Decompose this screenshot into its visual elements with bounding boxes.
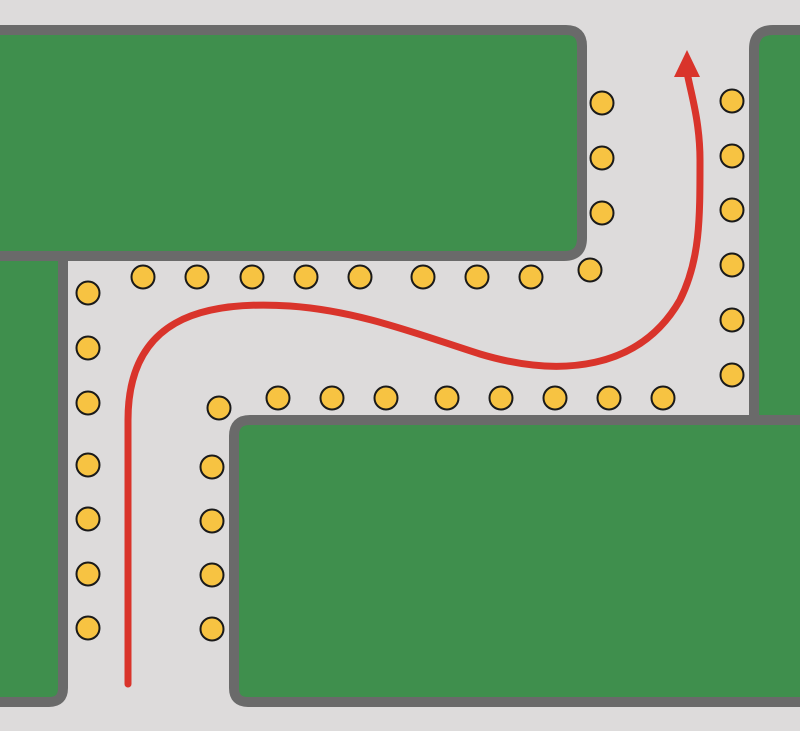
cone-marker-icon xyxy=(719,143,745,169)
route-path xyxy=(124,68,704,688)
cone-marker-icon xyxy=(199,454,225,480)
cone-marker-icon xyxy=(719,252,745,278)
arrow-up-icon xyxy=(674,50,700,77)
cone-marker-icon xyxy=(239,264,265,290)
cone-marker-icon xyxy=(719,197,745,223)
grass-block-bottom-left xyxy=(0,251,68,707)
cone-marker-icon xyxy=(75,390,101,416)
cone-marker-icon xyxy=(650,385,676,411)
cone-marker-icon xyxy=(75,280,101,306)
cone-marker-icon xyxy=(542,385,568,411)
cone-marker-icon xyxy=(373,385,399,411)
cone-marker-icon xyxy=(719,88,745,114)
cone-marker-icon xyxy=(434,385,460,411)
cone-marker-icon xyxy=(596,385,622,411)
cone-marker-icon xyxy=(464,264,490,290)
cone-marker-icon xyxy=(719,307,745,333)
cone-marker-icon xyxy=(719,362,745,388)
cone-marker-icon xyxy=(199,508,225,534)
cone-marker-icon xyxy=(518,264,544,290)
cone-marker-icon xyxy=(206,395,232,421)
cone-marker-icon xyxy=(75,561,101,587)
cone-marker-icon xyxy=(184,264,210,290)
cone-marker-icon xyxy=(488,385,514,411)
grass-block-top-left xyxy=(0,25,587,261)
cone-marker-icon xyxy=(347,264,373,290)
cone-marker-icon xyxy=(75,452,101,478)
cone-markers xyxy=(75,88,745,642)
cone-marker-icon xyxy=(130,264,156,290)
cone-marker-icon xyxy=(199,616,225,642)
cone-marker-icon xyxy=(319,385,345,411)
grass-block-top-right xyxy=(749,25,800,425)
cone-marker-icon xyxy=(75,335,101,361)
cone-marker-icon xyxy=(589,200,615,226)
cone-marker-icon xyxy=(199,562,225,588)
cone-marker-icon xyxy=(589,90,615,116)
grass-block-bottom-right xyxy=(229,415,800,707)
cone-marker-icon xyxy=(265,385,291,411)
cone-marker-icon xyxy=(75,506,101,532)
cone-marker-icon xyxy=(293,264,319,290)
cone-marker-icon xyxy=(577,257,603,283)
cone-marker-icon xyxy=(410,264,436,290)
cone-marker-icon xyxy=(75,615,101,641)
cone-marker-icon xyxy=(589,145,615,171)
